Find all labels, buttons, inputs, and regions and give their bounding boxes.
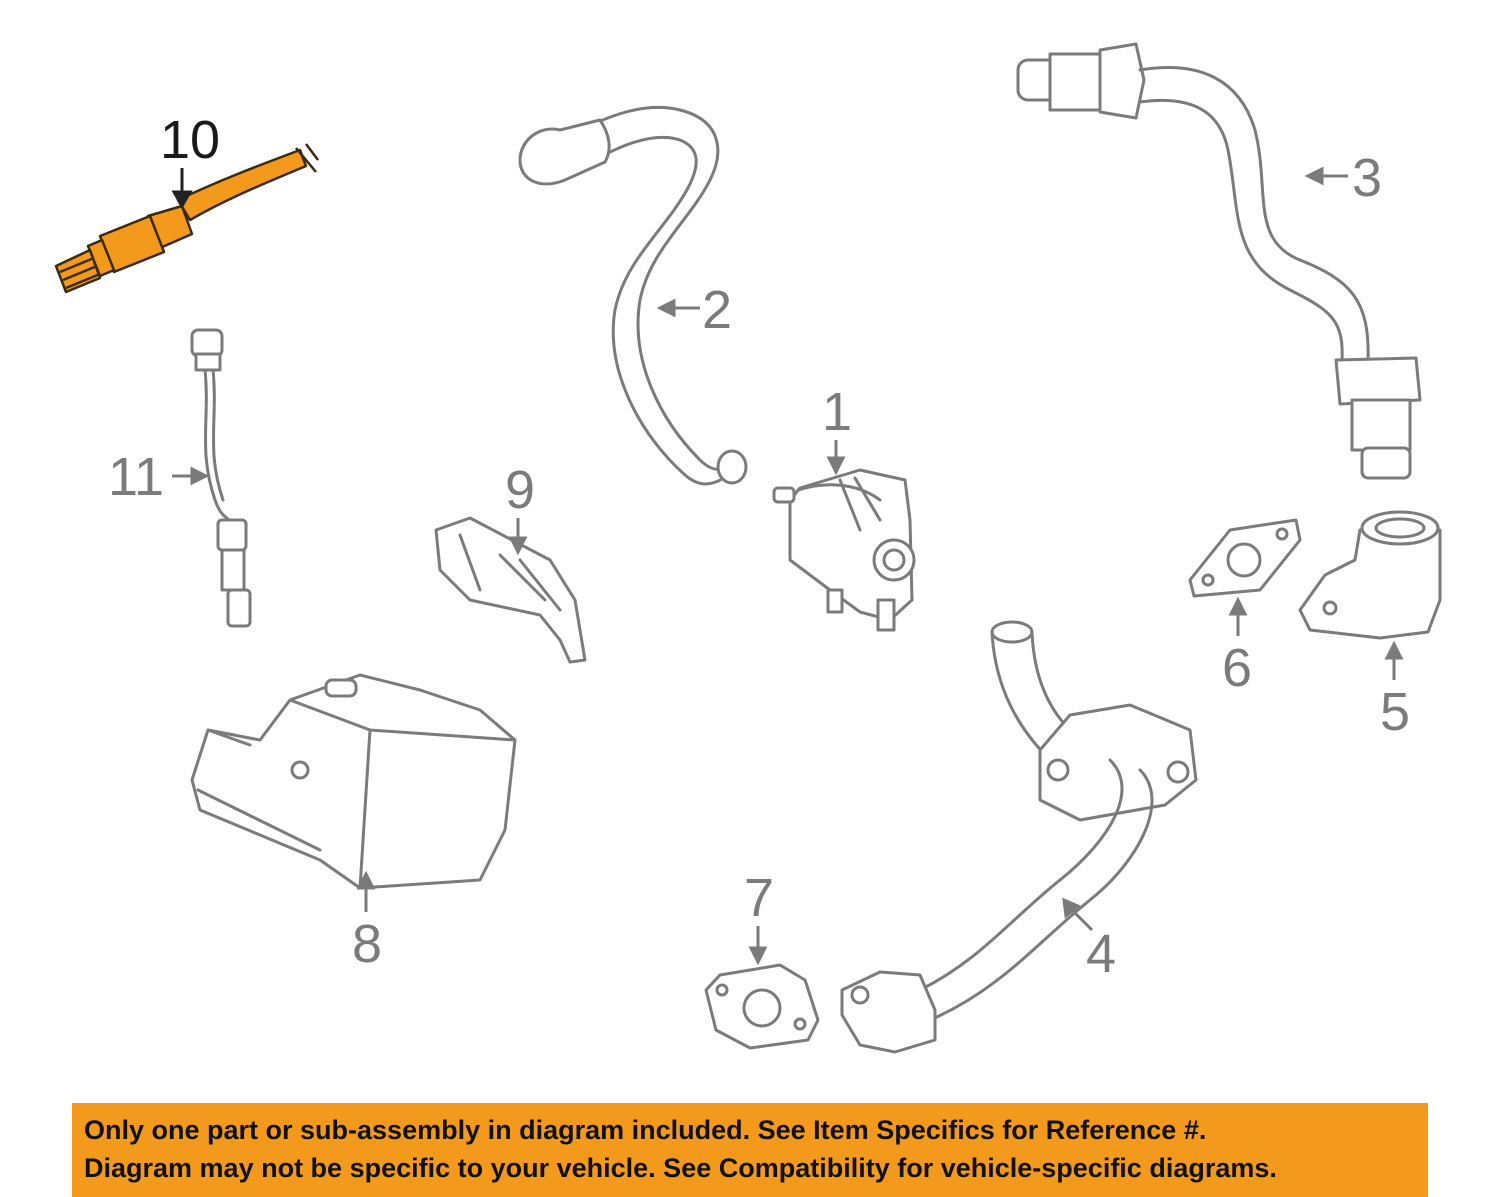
svg-text:7: 7 xyxy=(744,868,774,928)
part-5-flange xyxy=(1298,510,1442,640)
disclaimer-line-2: Diagram may not be specific to your vehi… xyxy=(84,1153,1277,1183)
part-2-hose xyxy=(518,105,748,486)
callout-5: 5 xyxy=(1380,640,1410,742)
part-4-egr-pipe xyxy=(840,620,1198,1054)
callout-2: 2 xyxy=(656,280,732,340)
svg-text:8: 8 xyxy=(352,914,382,974)
svg-text:5: 5 xyxy=(1380,682,1410,742)
callout-9: 9 xyxy=(505,460,535,556)
part-3-pipe xyxy=(1016,42,1422,480)
svg-text:11: 11 xyxy=(108,447,164,507)
part-8-canister xyxy=(190,673,517,890)
callout-3: 3 xyxy=(1304,148,1382,208)
callout-11: 11 xyxy=(108,447,210,507)
svg-text:3: 3 xyxy=(1352,148,1382,208)
part-1-valve xyxy=(772,468,916,632)
svg-text:9: 9 xyxy=(505,460,535,520)
parts-diagram: 10 11 2 1 xyxy=(54,42,1442,1054)
callout-7: 7 xyxy=(744,868,774,966)
disclaimer-banner: Only one part or sub-assembly in diagram… xyxy=(72,1103,1428,1197)
svg-text:10: 10 xyxy=(160,110,220,170)
part-10-oxygen-sensor xyxy=(54,143,319,294)
part-6-gasket xyxy=(1188,518,1302,598)
part-9-bracket xyxy=(434,516,587,664)
svg-text:2: 2 xyxy=(702,280,732,340)
svg-text:1: 1 xyxy=(822,382,852,442)
callout-8: 8 xyxy=(352,870,382,974)
disclaimer-line-1: Only one part or sub-assembly in diagram… xyxy=(84,1115,1207,1145)
part-7-gasket xyxy=(704,963,820,1050)
svg-text:4: 4 xyxy=(1086,924,1116,984)
part-11-sensor xyxy=(190,328,252,628)
callout-10: 10 xyxy=(160,110,220,210)
callout-4: 4 xyxy=(1062,897,1116,984)
callout-1: 1 xyxy=(822,382,852,476)
svg-text:6: 6 xyxy=(1222,638,1252,698)
callout-6: 6 xyxy=(1222,596,1252,698)
